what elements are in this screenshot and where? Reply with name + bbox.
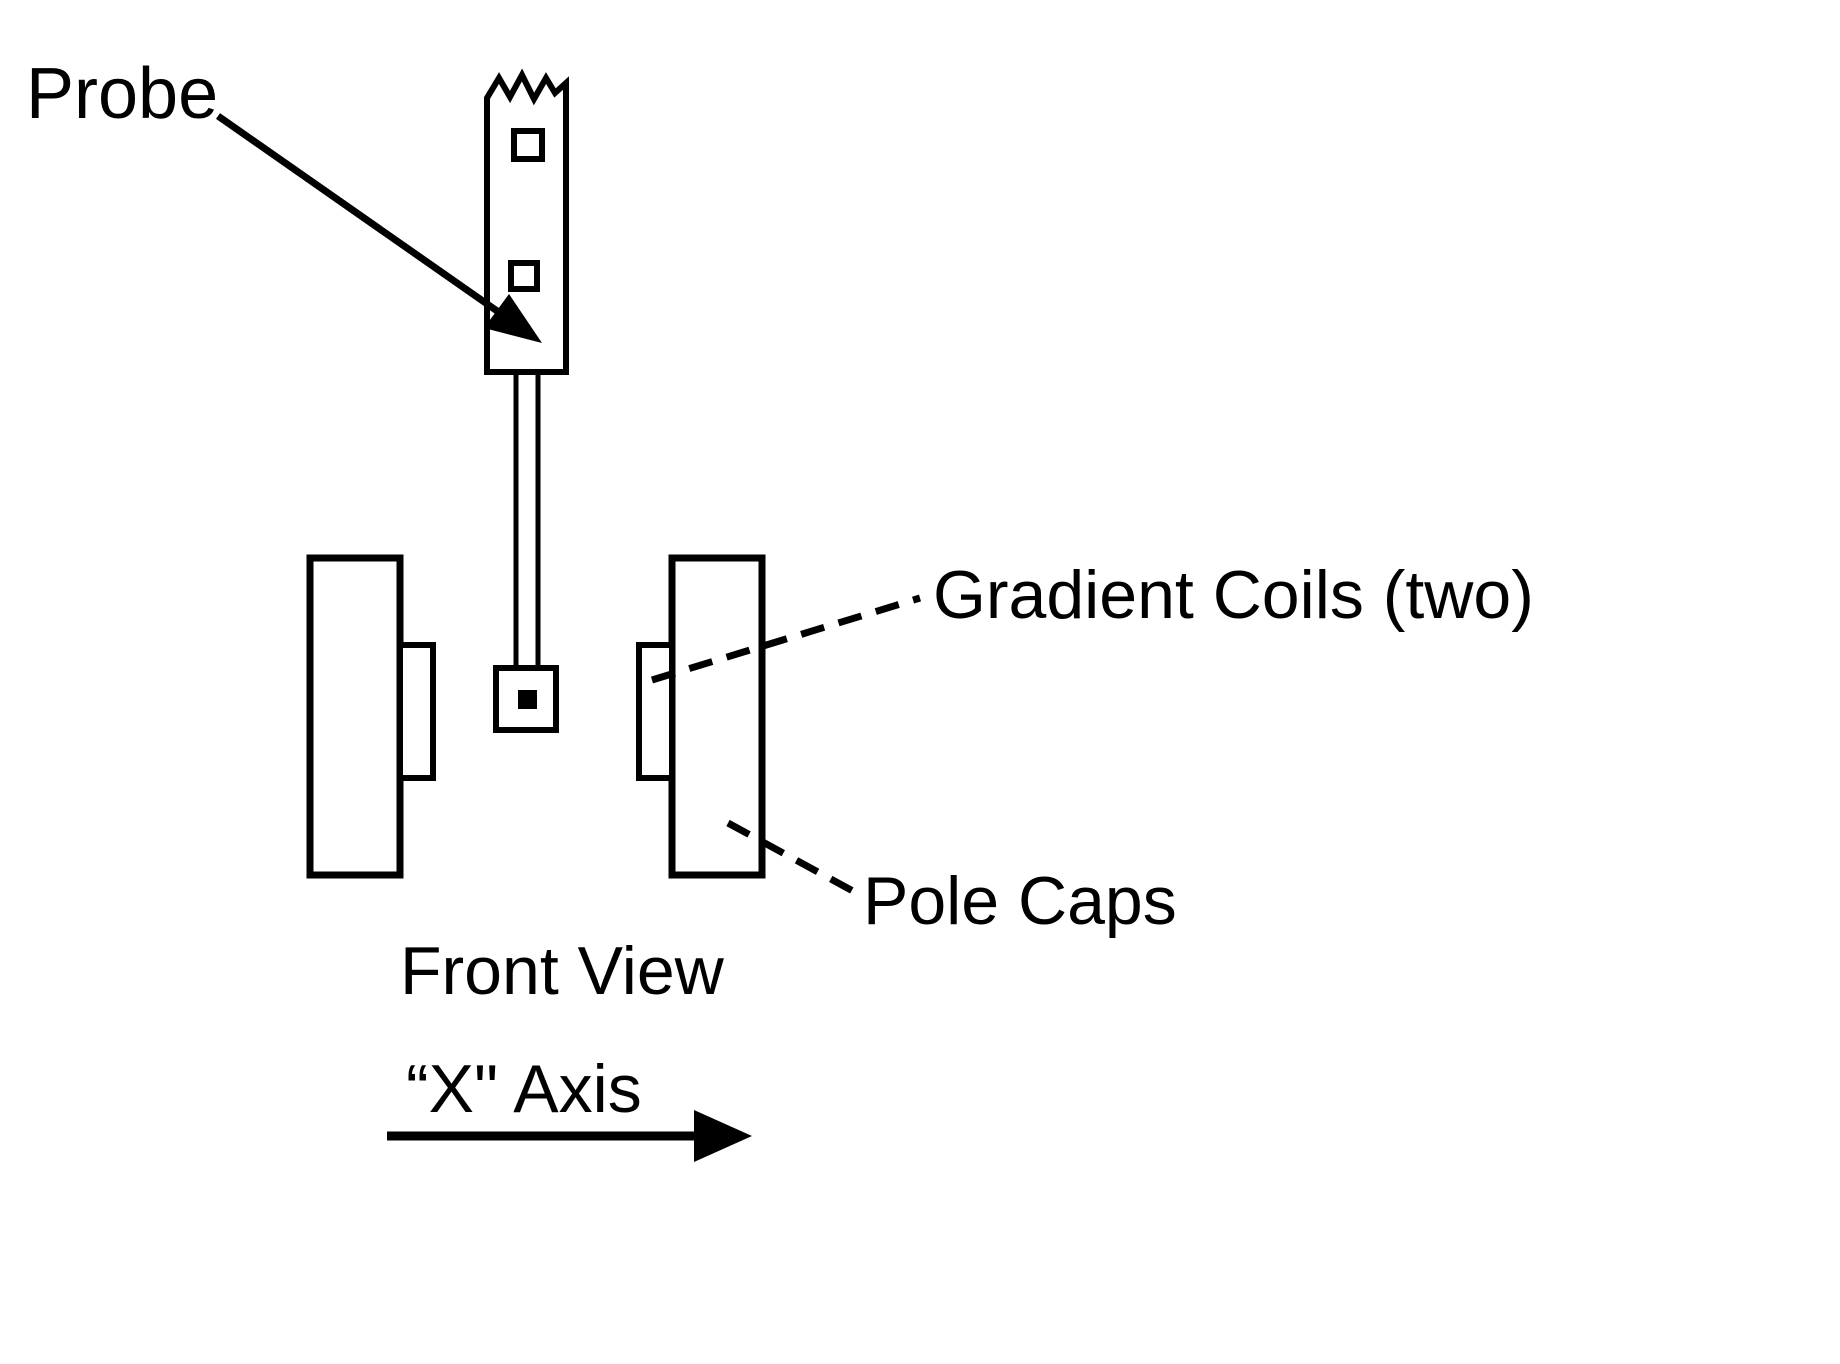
gradient-coils-label: Gradient Coils (two) (933, 557, 1534, 633)
front-view-label: Front View (400, 933, 725, 1009)
probe-window-upper (511, 128, 545, 162)
right-pole-cap (668, 554, 766, 879)
probe-leader-line (215, 113, 503, 316)
probe-label: Probe (26, 54, 218, 134)
pole-caps-leader-line (726, 819, 864, 900)
x-axis-arrowhead (694, 1110, 752, 1162)
pole-caps-label: Pole Caps (863, 863, 1177, 939)
gradient-coils-leader-line (650, 594, 922, 684)
right-gradient-coil (636, 642, 675, 781)
left-pole-cap (306, 554, 404, 879)
probe-window-lower (508, 260, 540, 292)
left-gradient-coil (397, 642, 436, 781)
x-axis-label: “X" Axis (406, 1051, 642, 1127)
probe-arrowhead (484, 294, 542, 343)
probe-tip-sample (518, 690, 537, 709)
